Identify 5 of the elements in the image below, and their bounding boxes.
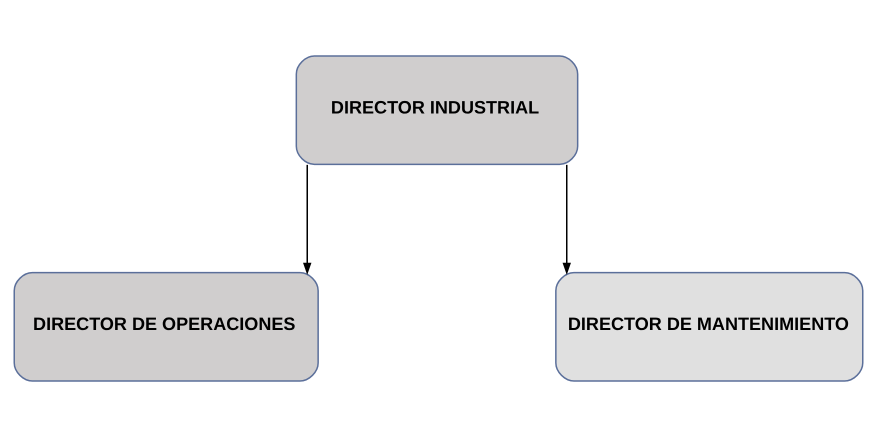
node-box: DIRECTOR DE MANTENIMIENTO xyxy=(555,271,864,382)
arrow xyxy=(303,164,312,274)
node-box: DIRECTOR DE OPERACIONES xyxy=(13,271,319,382)
node-box: DIRECTOR INDUSTRIAL xyxy=(296,54,578,165)
arrow xyxy=(562,164,571,274)
